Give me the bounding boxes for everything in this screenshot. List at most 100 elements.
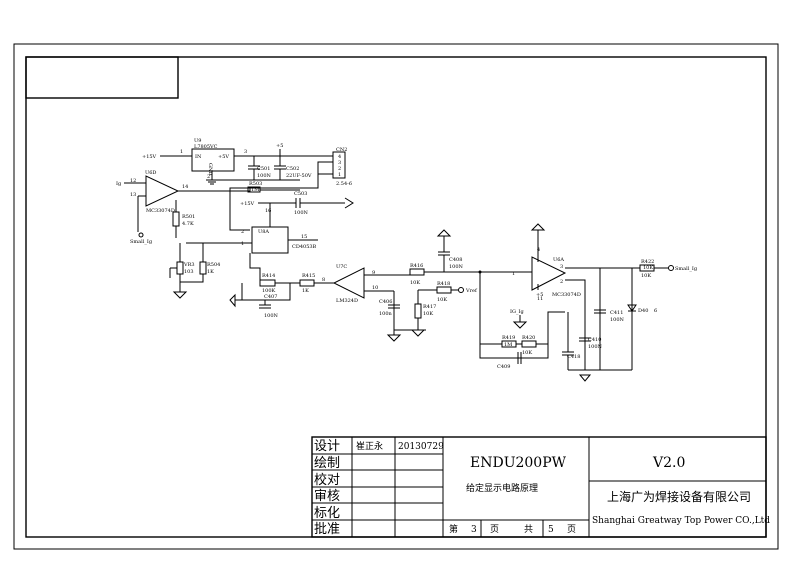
r420-val: 10K	[522, 350, 532, 356]
u6d-p14: 14	[182, 184, 188, 190]
r422-val: 10K	[643, 265, 653, 271]
r416-body	[409, 268, 425, 276]
u6a-ref: U6A	[553, 257, 564, 263]
u6a-p11: 11	[537, 296, 543, 302]
r422-ref: R422	[641, 259, 654, 265]
cn2-body	[332, 151, 346, 179]
c411-val: 100N	[610, 317, 625, 323]
r422-body	[639, 264, 655, 272]
cn2-pin3: 3	[338, 160, 341, 166]
c502-ref: C502	[286, 166, 299, 172]
u6a-p1: 1	[512, 271, 515, 277]
u6a-p4: 4	[537, 247, 540, 253]
u9-part: L7805VC	[194, 144, 218, 150]
u6d-p13: 13	[130, 192, 136, 198]
design-date: 20130729	[398, 442, 444, 452]
row-standard: 标化	[314, 506, 340, 521]
u9-out-pin: +5V	[218, 154, 229, 160]
r414-val: 100K	[262, 288, 276, 294]
r418-val: 10K	[437, 297, 447, 303]
cn2-pin2: 2	[338, 166, 341, 172]
c502-symbol	[274, 156, 286, 180]
u7c-p9: 9	[372, 270, 375, 276]
total-suffix: 页	[567, 524, 576, 535]
c410-symbol	[579, 337, 591, 342]
r501-ref: R501	[182, 214, 195, 220]
u6a-top-arrow	[530, 223, 546, 231]
plus15b-label: +15V	[240, 201, 255, 207]
vr3-ref: VR3	[183, 262, 195, 268]
u8a-p2: 2	[241, 229, 244, 235]
u6a-p2: 2	[560, 279, 563, 285]
small-ig-label-b: Small_Ig	[675, 266, 698, 272]
c503-val: 100N	[294, 210, 309, 216]
total-number: 5	[548, 525, 554, 535]
plus15-label: +15V	[142, 154, 157, 160]
u6d-triangle	[145, 175, 180, 207]
r414-body	[259, 279, 276, 287]
r504-body	[199, 261, 207, 275]
outer-border	[13, 43, 779, 550]
c409-ref: C409	[497, 364, 510, 370]
wire-c503	[258, 198, 345, 208]
row-check: 校对	[314, 472, 340, 488]
u9-in-pin: IN	[195, 154, 202, 160]
gnd-c406	[386, 334, 402, 342]
c410-ref: C410	[588, 337, 601, 343]
u9-body	[191, 148, 235, 172]
c502-val: 22UF-50V	[286, 173, 312, 179]
wire-r414	[235, 253, 300, 301]
total-prefix: 共	[524, 524, 533, 535]
project-name: ENDU200PW	[470, 455, 567, 471]
u6a-part: MC33074D	[552, 292, 581, 298]
u7c-part: LM324D	[336, 298, 358, 304]
vref-label: Vref	[465, 288, 478, 294]
version: V2.0	[652, 455, 685, 471]
r414-ref: R414	[262, 273, 275, 279]
regulator-u9: U9 L7805VC IN +5V GND 1 3 2	[180, 138, 247, 180]
top-left-box	[25, 56, 179, 99]
r419-ref: R419	[502, 335, 515, 341]
u9-gnd-pin: GND	[207, 163, 213, 175]
r422-val2: 10K	[641, 273, 651, 279]
r418-ref: R418	[437, 281, 450, 287]
c406-symbol	[388, 300, 400, 335]
r503-val: 1M	[251, 187, 259, 193]
u6d-part: MC33074D	[146, 208, 175, 214]
c406-ref: C406	[379, 299, 392, 305]
title-block: 设计 绘制 校对 审核 标化 批准 崔正永 20130729 ENDU200PW…	[311, 436, 770, 538]
c418-ref: C418	[567, 354, 580, 360]
small-ig-label-a: Small_Ig	[130, 239, 153, 245]
vr3-body	[176, 261, 184, 275]
wire-u6d-fb	[137, 195, 146, 232]
ig-label: Ig	[116, 181, 122, 187]
r415-body	[299, 279, 315, 287]
company-cn: 上海广为焊接设备有限公司	[607, 489, 751, 504]
cn2-pin1: 1	[338, 172, 341, 178]
u8a-p15: 15	[301, 234, 307, 240]
u6d-p12: 12	[130, 178, 136, 184]
c408-val: 100N	[449, 264, 464, 270]
r418-body	[436, 286, 452, 294]
c503-ref: C503	[294, 191, 307, 197]
designer-name: 崔正永	[356, 440, 383, 452]
c406-val: 100n	[379, 311, 393, 317]
c407-val: 100N	[264, 313, 279, 319]
page-prefix: 第	[449, 523, 458, 535]
r420-ref: R420	[522, 335, 535, 341]
small-ig-terminal-b	[668, 265, 674, 271]
gnd-ig-g	[512, 321, 528, 329]
u7c-triangle	[332, 267, 365, 299]
c501-ref: C501	[257, 166, 270, 172]
c408-symbol	[438, 236, 450, 272]
wire-u6d-out	[178, 188, 251, 192]
r416-val: 10K	[410, 280, 420, 286]
r416-ref: R416	[410, 263, 423, 269]
u7c-p8: 8	[322, 277, 325, 283]
vr3-val: 103	[184, 269, 194, 275]
wire-cn2-loop	[229, 161, 333, 231]
u6d-ref: U6D	[145, 170, 156, 176]
u9-pin3: 3	[244, 149, 247, 155]
c409-symbol	[517, 352, 522, 364]
